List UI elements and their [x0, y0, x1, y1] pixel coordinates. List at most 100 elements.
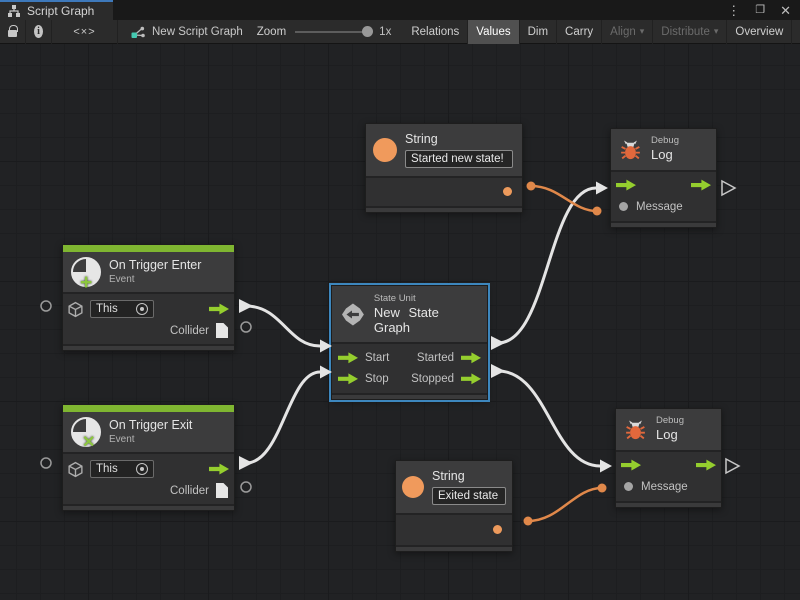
port-log-top-flow-out	[721, 179, 737, 197]
string-value-input[interactable]	[405, 149, 513, 168]
flow-output-port[interactable]	[696, 459, 716, 471]
node-on-trigger-exit[interactable]: ✕ On Trigger Exit Event This Collider	[62, 404, 235, 511]
gameobject-target-field[interactable]: This	[90, 460, 154, 478]
flow-out-ports[interactable]	[721, 179, 741, 475]
window-tab-bar: Script Graph ⋮ ❐ ✕	[0, 0, 800, 20]
graph-toolbar: i <×> New Script Graph Zoom 1x Relations…	[0, 19, 800, 44]
node-string-bottom[interactable]: String	[395, 460, 513, 552]
stop-port-label: Stop	[365, 372, 389, 385]
trigger-exit-icon: ✕	[71, 417, 101, 451]
toolbar-buttons: Relations Values Dim Carry Align ▾ Distr…	[403, 19, 800, 44]
start-port-label: Start	[365, 351, 390, 364]
lock-icon	[8, 25, 18, 37]
string-value-input[interactable]	[432, 486, 506, 505]
node-footer	[396, 544, 512, 551]
code-view-icon: <×>	[73, 25, 96, 38]
stop-input-port[interactable]	[338, 373, 358, 385]
lock-button[interactable]	[0, 19, 26, 44]
flow-output-port[interactable]	[209, 303, 229, 315]
started-output-port[interactable]	[461, 352, 481, 364]
zoom-slider[interactable]	[295, 25, 374, 37]
bug-icon	[621, 140, 640, 159]
string-literal-icon	[373, 137, 397, 162]
graph-canvas[interactable]: + On Trigger Enter Event This Collider	[0, 44, 800, 600]
string-output-port[interactable]	[493, 525, 502, 535]
node-string-top[interactable]: String	[365, 123, 523, 213]
wire-exit-to-stop[interactable]	[245, 370, 321, 465]
zoom-control: Zoom 1x	[256, 25, 400, 38]
menu-icon[interactable]: ⋮	[727, 2, 741, 18]
flow-input-port[interactable]	[621, 459, 641, 471]
message-input-port[interactable]	[619, 202, 628, 212]
string-output-port[interactable]	[503, 187, 512, 197]
wire-stopped-to-log[interactable]	[497, 369, 601, 468]
node-title: String	[432, 469, 465, 483]
port-row	[616, 452, 721, 476]
node-debug-log-bottom[interactable]: Debug Log Message	[615, 408, 722, 508]
node-state-unit[interactable]: State Unit New State Graph Start Started…	[331, 285, 488, 401]
node-title: On Trigger Enter	[109, 257, 202, 272]
chevron-down-icon: ▾	[713, 26, 719, 36]
node-footer	[332, 393, 487, 400]
node-kind: State Unit	[373, 293, 416, 304]
start-input-port[interactable]	[338, 352, 358, 364]
zoom-slider-handle[interactable]	[362, 25, 374, 37]
button-full-screen[interactable]: Full Scr	[792, 20, 800, 44]
cube-icon	[68, 461, 83, 477]
node-footer	[616, 500, 721, 507]
info-icon: i	[34, 25, 43, 38]
node-header: Debug Log	[611, 129, 716, 172]
button-values[interactable]: Values	[468, 19, 520, 44]
script-graph-icon	[8, 5, 20, 17]
tab-script-graph[interactable]: Script Graph	[0, 0, 113, 20]
port-row: Start Started	[332, 344, 487, 368]
port-log-bottom-flow-out	[725, 457, 741, 475]
node-header: String	[366, 124, 522, 178]
node-kind: Debug	[651, 135, 679, 146]
message-port-label: Message	[636, 200, 683, 213]
button-relations[interactable]: Relations	[403, 19, 469, 44]
button-align[interactable]: Align ▾	[602, 19, 654, 44]
wire-enter-to-start[interactable]	[245, 304, 321, 348]
node-on-trigger-enter[interactable]: + On Trigger Enter Event This Collider	[62, 244, 235, 351]
flow-input-port[interactable]	[616, 179, 636, 191]
wire-string-to-message-bottom[interactable]	[527, 486, 603, 523]
cube-icon	[68, 301, 83, 317]
port-exit-gameobject	[40, 457, 52, 469]
flow-output-port[interactable]	[691, 179, 711, 191]
message-input-port[interactable]	[624, 482, 633, 492]
node-subtitle: Event	[109, 434, 135, 446]
port-row: Collider	[63, 480, 234, 504]
plus-badge-icon: +	[80, 271, 93, 294]
stopped-output-port[interactable]	[461, 373, 481, 385]
code-view-button[interactable]: <×>	[52, 19, 118, 44]
node-footer	[63, 504, 234, 510]
state-unit-icon	[341, 303, 364, 326]
node-footer	[366, 205, 522, 212]
info-button[interactable]: i	[26, 19, 52, 44]
zoom-label: Zoom	[256, 25, 287, 38]
node-title: String	[405, 132, 438, 146]
close-icon[interactable]: ✕	[780, 2, 791, 18]
node-header: + On Trigger Enter Event	[63, 252, 234, 294]
gameobject-target-field[interactable]: This	[90, 300, 154, 318]
flow-output-port[interactable]	[209, 463, 229, 475]
cross-badge-icon: ✕	[82, 434, 96, 451]
target-picker-icon	[136, 463, 148, 475]
port-exit-collider-out	[240, 481, 252, 493]
button-dim[interactable]: Dim	[520, 19, 558, 44]
node-debug-log-top[interactable]: Debug Log Message	[610, 128, 717, 228]
node-title: Log	[656, 427, 678, 443]
started-port-label: Started	[416, 351, 454, 364]
button-overview[interactable]: Overview	[727, 19, 793, 44]
button-carry[interactable]: Carry	[557, 19, 603, 44]
node-header: ✕ On Trigger Exit Event	[63, 412, 234, 454]
button-distribute[interactable]: Distribute ▾	[653, 19, 728, 44]
wire-string-to-message-top[interactable]	[530, 184, 598, 213]
collider-type-icon	[216, 483, 228, 498]
value-wire-endpoints	[523, 181, 607, 526]
node-header: State Unit New State Graph	[332, 286, 487, 345]
tab-title: Script Graph	[27, 4, 95, 18]
new-script-graph-icon	[131, 26, 145, 38]
maximize-icon[interactable]: ❐	[755, 3, 766, 16]
